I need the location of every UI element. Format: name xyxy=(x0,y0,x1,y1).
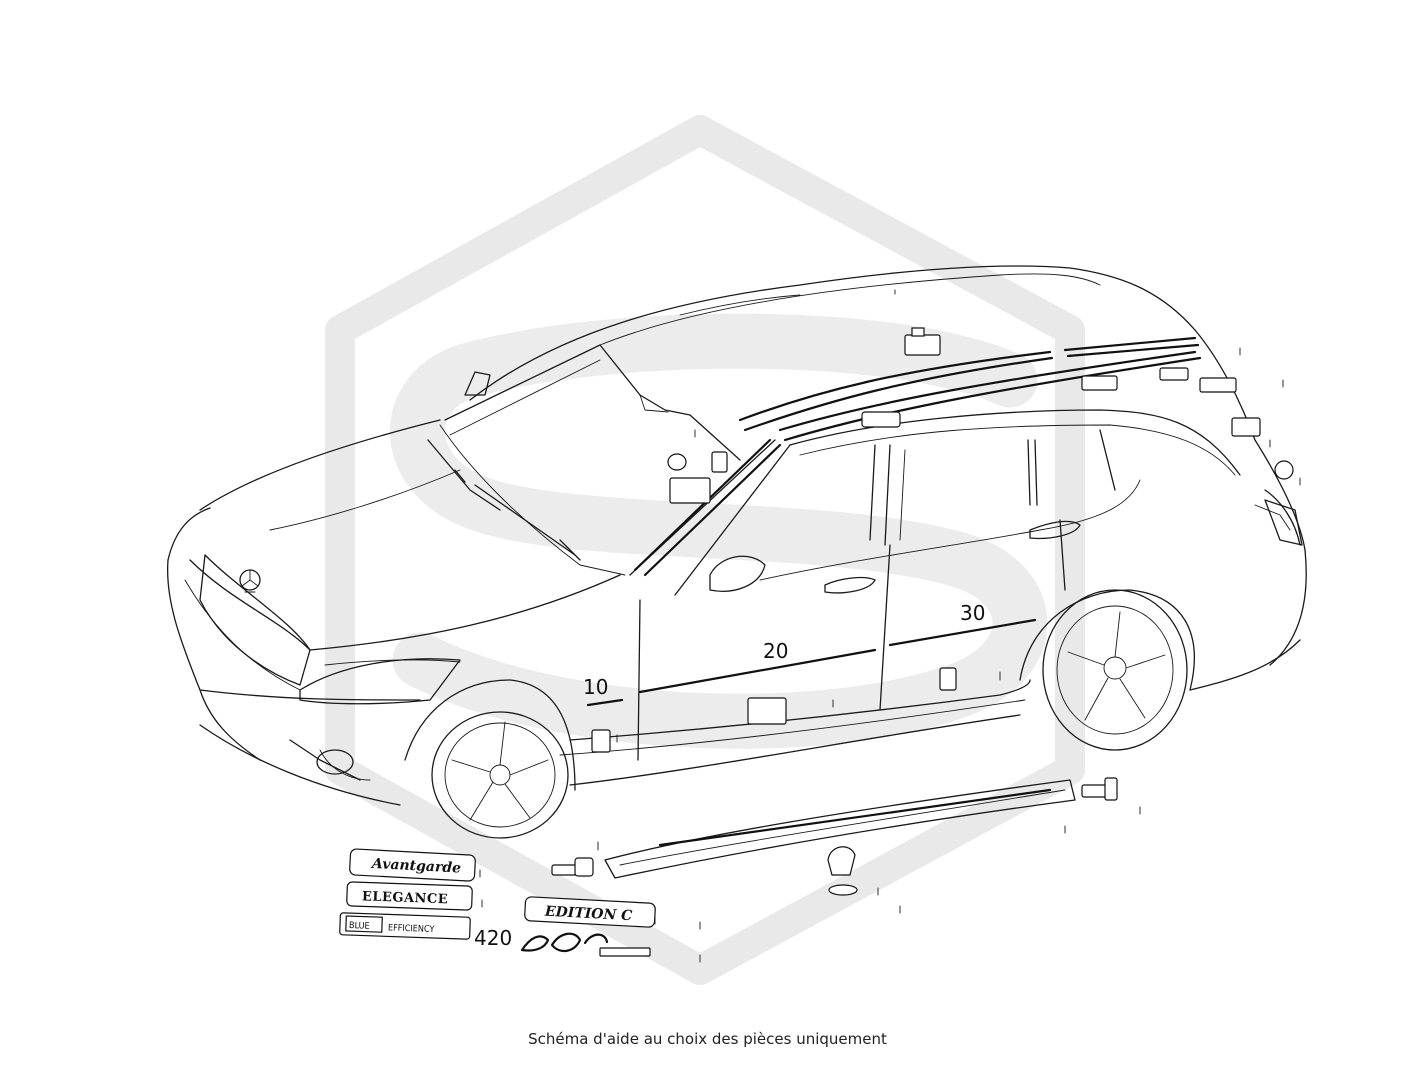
badge-efficiency: EFFICIENCY xyxy=(388,923,435,935)
badge-elegance: ELEGANCE xyxy=(362,889,449,907)
caption: Schéma d'aide au choix des pièces unique… xyxy=(528,1030,887,1048)
badge-420: 420 xyxy=(474,926,512,950)
badge-blue: BLUE xyxy=(349,921,370,932)
badge-amg-script xyxy=(520,932,651,957)
watermark-logo xyxy=(325,115,1085,985)
roof-trim-parts xyxy=(633,336,1202,577)
badge-elegance-plate xyxy=(346,881,473,911)
callout-30: 30 xyxy=(960,601,985,625)
badge-edition: EDITION C xyxy=(544,904,633,925)
badge-edition-plate xyxy=(524,896,656,928)
car-outline xyxy=(166,265,1307,839)
leader-ticks xyxy=(479,289,1301,963)
badge-avantgarde-plate xyxy=(349,848,476,882)
callout-10: 10 xyxy=(583,675,608,699)
badge-avantgarde: Avantgarde xyxy=(370,856,462,877)
clips xyxy=(551,327,1294,896)
badges: Avantgarde ELEGANCE EDITION C BLUE EFFIC… xyxy=(339,848,656,957)
callout-20: 20 xyxy=(763,639,788,663)
side-skirt xyxy=(604,779,1076,879)
side-mouldings xyxy=(586,618,1037,707)
